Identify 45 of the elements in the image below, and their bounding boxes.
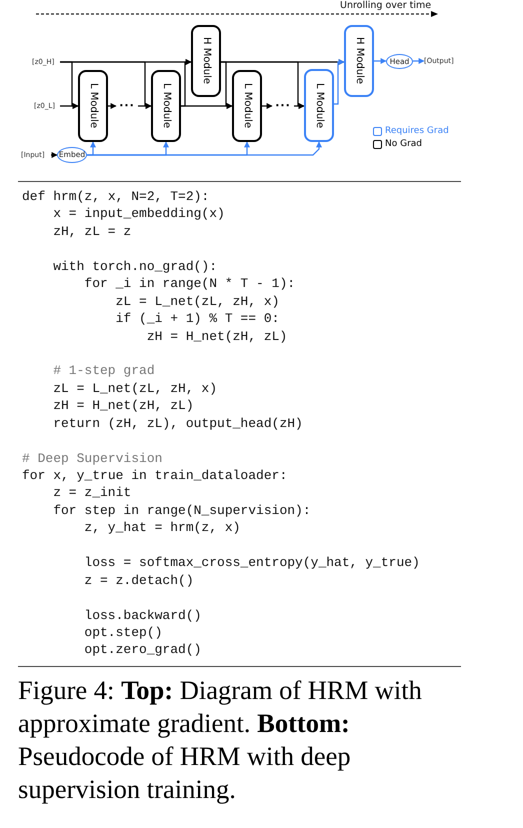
connector-arrow [87,141,96,156]
code-line: zH = H_net(zH, zL) [146,328,288,345]
module-box: L Module [78,70,108,142]
code-line: for step in range(N_supervision): [52,502,311,520]
code-line: opt.step() [83,624,162,642]
code-line: def hrm(z, x, N=2, T=2): [22,188,210,206]
code-line: opt.zero_grad() [83,641,202,659]
module-box: L Module [304,69,334,142]
code-line: if (_i + 1) % T == 0: [114,310,280,328]
code-line: z, y_hat = hrm(z, x) [83,519,240,537]
legend-label: Requires Grad [385,126,449,136]
connector-arrow [60,103,79,109]
module-box: H Module [344,25,374,97]
axis-caption: Unrolling over time [340,0,432,11]
code-comment: # Deep Supervision [22,450,162,467]
module-box: L Module [232,70,262,142]
figure-caption: Figure 4: Top: Diagram of HRM with approximate gradient. Bottom: Pseudocode of HRM with deep supervision training. [18,674,423,806]
ellipsis-dots: ··· [272,99,294,111]
connector-arrow [87,141,322,156]
code-line: return (zH, zL), output_head(zH) [52,414,303,432]
code-line: with torch.no_grad(): [52,258,218,276]
connector-arrow [138,103,152,109]
code-line: loss = softmax_cross_entropy(y_hat, y_true) [83,554,420,572]
connector-arrow [51,152,58,158]
code-line: x = input_embedding(x) [52,205,225,223]
connector-arrow [262,103,273,109]
code-line: zL = L_net(zL, zH, x) [114,292,280,310]
code-line: zH = H_net(zH, zL) [52,397,194,415]
connector-arrow [413,58,425,64]
legend-label: No Grad [385,139,422,149]
code-comment: # 1-step grad [52,362,155,380]
code-line: z = z_init [52,484,132,502]
module-box: H Module [191,25,221,97]
ellipsis-dots: ··· [116,99,138,111]
connector-arrow [374,58,387,64]
code-line: for _i in range(N * T - 1): [83,275,296,293]
code-line: loss.backward() [83,606,202,624]
code-line: zH, zL = z [52,222,132,240]
module-box: L Module [151,70,181,142]
connector-arrow [294,103,305,109]
code-line: z = z.detach() [83,572,194,590]
code-line: for x, y_true in train_dataloader: [22,467,288,484]
code-line: zL = L_net(zL, zH, x) [52,380,218,398]
connector-arrow [334,59,345,105]
connector-arrow [108,103,117,109]
